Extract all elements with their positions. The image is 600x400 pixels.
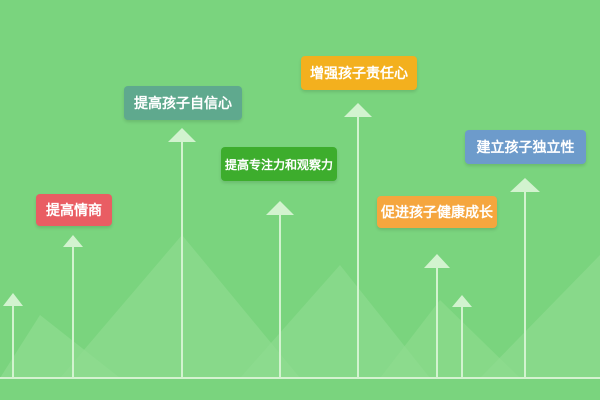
mountain-shape (480, 255, 600, 378)
label-confidence: 提高孩子自信心 (124, 86, 242, 120)
arrow-3 (168, 128, 196, 378)
mountain-shape (380, 300, 520, 378)
mountain-shape (240, 265, 430, 378)
label-responsibility: 增强孩子责任心 (301, 56, 417, 90)
arrow-5 (344, 103, 372, 378)
label-health: 促进孩子健康成长 (377, 196, 497, 228)
arrow-4 (266, 201, 294, 378)
label-independence: 建立孩子独立性 (465, 130, 586, 164)
arrow-2 (63, 235, 83, 378)
arrow-7 (452, 295, 472, 378)
mountain-shape (60, 235, 300, 378)
label-focus: 提高专注力和观察力 (221, 147, 337, 181)
label-eq: 提高情商 (36, 194, 112, 226)
arrow-6 (424, 254, 450, 378)
arrow-8 (510, 178, 540, 378)
arrow-1 (3, 293, 23, 378)
